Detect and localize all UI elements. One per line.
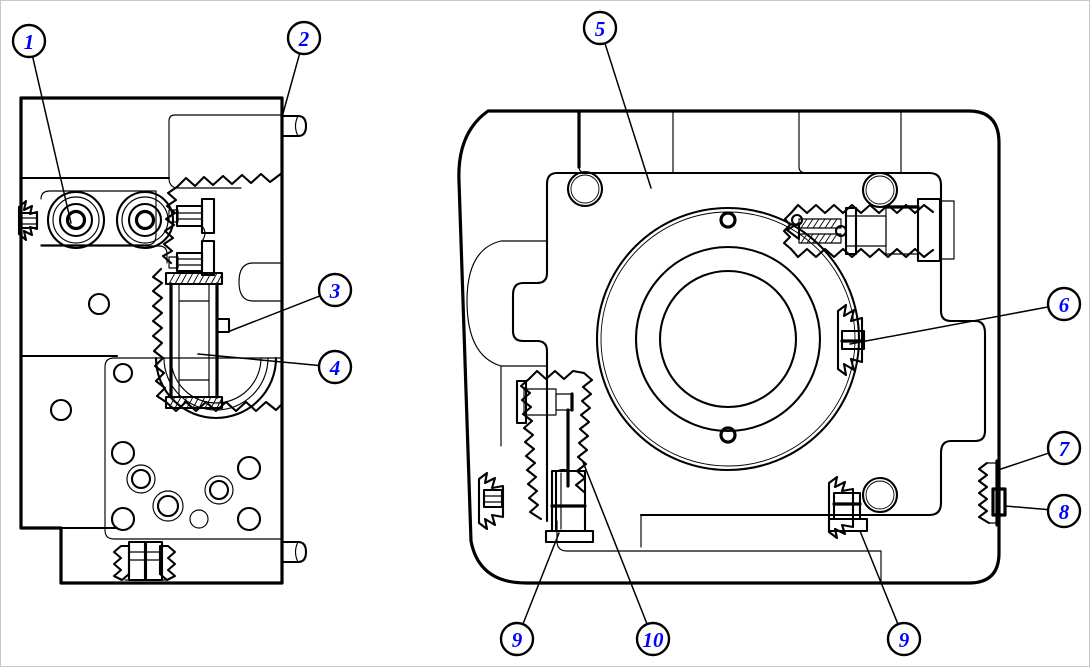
leader-line-2 [281,52,301,118]
break-line-upper-horizontal [175,171,284,189]
dowel-pin-upper [280,114,308,138]
face-plateau-left [511,171,559,523]
hex-bolt-lower-right [827,475,869,540]
threaded-bolt-upper-right [782,197,955,263]
callout-circle[interactable] [635,621,671,657]
left-upper-recess [168,114,283,179]
callout-c8[interactable]: 8 [1046,493,1082,529]
locating-hole-lower-right [861,476,899,514]
callout-c3[interactable]: 3 [317,272,353,308]
top-rail-right [798,110,902,174]
right-view [457,109,1007,585]
stepped-fastener-lower [168,239,216,277]
cylindrical-sleeve [164,271,231,410]
lower-plateau-top [104,357,283,368]
callout-label: 6 [1059,293,1070,317]
break-line-upper-vertical [161,185,179,265]
outer-edge-fitting [991,487,1007,517]
callout-c4[interactable]: 4 [317,349,353,385]
callout-circle[interactable] [317,349,353,385]
leader-line-9 [859,530,899,625]
retaining-tab [215,317,231,334]
stepped-fastener-upper [168,197,216,235]
kidney-cavity [466,240,548,367]
bearing-boss-outline [40,190,157,246]
left-view [17,96,308,585]
crescent-cavity [154,356,278,420]
callout-c10[interactable]: 10 [635,621,671,657]
callout-c9a[interactable]: 9 [499,621,535,657]
callout-circle[interactable] [317,272,353,308]
leader-line-6 [849,306,1050,345]
leader-line-8 [1004,505,1049,511]
leader-line-3 [229,295,321,332]
callout-c9b[interactable]: 9 [886,621,922,657]
callout-label: 7 [1059,437,1071,461]
left-edge-fitting-right-view [477,471,505,531]
callout-circle[interactable] [886,621,922,657]
callout-circle[interactable] [1046,286,1082,322]
bearing-bore-1 [46,190,106,250]
central-bore [595,206,861,472]
leader-line-9 [522,532,560,625]
callout-c2[interactable]: 2 [286,20,322,56]
side-boss [238,262,283,302]
callout-circle[interactable] [1046,430,1082,466]
callout-c6[interactable]: 6 [1046,286,1082,322]
threaded-plug-right [836,303,866,377]
bottom-stud-pair [112,540,177,582]
callout-c1[interactable]: 1 [11,23,47,59]
callout-label: 8 [1059,500,1070,524]
leader-line-7 [1000,452,1050,470]
leader-line-10 [582,461,648,625]
left-edge-fitting [17,199,39,242]
locating-hole-upper-left [566,170,604,208]
callout-c5[interactable]: 5 [582,10,618,46]
locating-hole-upper-right [861,171,899,209]
lower-plateau-left [104,366,283,540]
callout-label: 1 [24,30,35,54]
callout-circle[interactable] [1046,493,1082,529]
callout-label: 4 [329,356,341,380]
bearing-bore-2 [115,190,175,250]
callout-label: 2 [298,27,310,51]
bolt-circle-holes [49,292,262,532]
leader-line-4 [197,353,320,367]
right-edge-details [977,459,1007,527]
leader-line-1 [31,55,72,224]
callout-circle[interactable] [499,621,535,657]
leader-lines [31,42,1050,625]
housing-outline [457,109,1001,585]
callout-bubbles: 1 2 3 4 5 6 7 8 9 10 9 [11,10,1082,657]
callout-c7[interactable]: 7 [1046,430,1082,466]
top-rail-left [578,110,674,174]
leader-line-5 [604,42,652,189]
threaded-bolt-lower-left [515,369,595,544]
callout-circle[interactable] [582,10,618,46]
callout-label: 9 [512,628,523,652]
callout-circle[interactable] [11,23,47,59]
callout-label: 5 [595,17,606,41]
callout-circle[interactable] [286,20,322,56]
break-line-left-sleeve [151,267,168,404]
dowel-pin-lower [280,540,308,564]
callout-label: 3 [329,279,341,303]
fastener-neck [201,225,206,242]
callout-label: 10 [643,628,665,652]
callout-label: 9 [899,628,910,652]
